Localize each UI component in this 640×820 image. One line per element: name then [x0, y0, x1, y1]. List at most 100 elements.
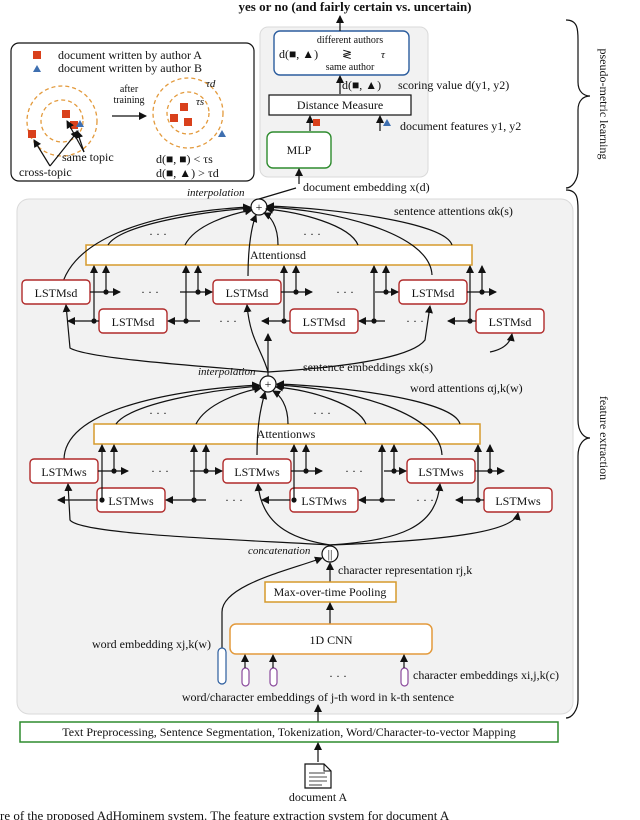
pseudo-metric-bracket — [565, 19, 591, 189]
attn-sd-curve-4 — [247, 214, 258, 277]
feature-triangle-icon — [383, 119, 391, 126]
attn-ws-curve-7 — [276, 381, 443, 456]
lstm-ws-fwd-2-label: LSTMws — [234, 465, 280, 479]
lstm-sd-fwd-1-label: LSTMsd — [35, 286, 78, 300]
threshold-tau: τ — [381, 49, 386, 61]
attn-sd-curve-5 — [263, 212, 279, 246]
interpolation-label-top: interpolation — [187, 187, 245, 199]
dots-ws-fwd-2: · · · — [345, 464, 363, 478]
document-embedding-label: document embedding x(d) — [303, 180, 430, 194]
lstm-sd-fwd-2-label: LSTMsd — [226, 286, 269, 300]
before-triangle — [76, 120, 84, 127]
word-emb-curve — [221, 556, 323, 682]
preprocessing-label: Text Preprocessing, Sentence Segmentatio… — [62, 725, 516, 739]
dots-sd-fwd-2: · · · — [336, 285, 354, 299]
attention-ws-box — [93, 423, 481, 445]
lstm-ws-bwd-3-label: LSTMws — [495, 494, 541, 508]
attn-ws-curve-5 — [272, 390, 289, 425]
lstm-sd-bwd-1-label: LSTMsd — [112, 315, 155, 329]
legend-tau-s: τs — [196, 96, 204, 108]
attn-sd-curve-1 — [59, 203, 251, 301]
attn-ws-curve-8 — [276, 380, 461, 425]
attn-sd-curve-3 — [184, 207, 253, 246]
author-a-square-icon — [33, 51, 41, 59]
plus-word-symbol: + — [265, 377, 272, 391]
attn-ws-curve-3 — [195, 385, 262, 425]
after-square-3 — [184, 118, 192, 126]
attn-sd-curve-2 — [107, 204, 252, 246]
plus-doc-to-embedding — [258, 187, 297, 200]
legend-after-training-1: after — [120, 84, 139, 95]
distance-measure-label: Distance Measure — [297, 98, 383, 112]
attn-sd-curve-8 — [266, 202, 453, 246]
top-title: yes or no (and fairly certain vs. uncert… — [238, 0, 471, 14]
feature-extraction-bracket — [565, 189, 591, 719]
interpolation-label-mid: interpolation — [198, 366, 256, 378]
different-authors-label: different authors — [317, 35, 383, 46]
attn-sd-curve-6 — [265, 205, 359, 246]
sent-emb-curve-1 — [62, 304, 269, 373]
char-emb-capsule-3 — [400, 667, 409, 687]
dots-sd-2: · · · — [303, 227, 321, 241]
attention-sd-box — [85, 244, 473, 266]
char-rep-curve-4 — [329, 512, 521, 546]
concatenation-label: concatenation — [248, 545, 311, 557]
legend-box — [10, 42, 255, 182]
word-embedding-label: word embedding xj,k(w) — [92, 637, 211, 651]
dots-ws-1: · · · — [149, 406, 167, 420]
dots-sd-1: · · · — [149, 227, 167, 241]
word-emb-capsule — [217, 647, 227, 685]
threshold-d-expr: d(■, ▲) — [279, 47, 318, 61]
mlp-label: MLP — [287, 143, 312, 157]
legend-author-a: document written by author A — [58, 48, 202, 62]
lstm-ws-fwd-1-label: LSTMws — [41, 465, 87, 479]
attn-ws-curve-4 — [256, 391, 268, 456]
cluster-outer-before — [26, 85, 98, 157]
threshold-geq: ≷ — [342, 47, 352, 61]
dots-sd-fwd-1: · · · — [141, 285, 159, 299]
lstm-sd-bwd-3-label: LSTMsd — [489, 315, 532, 329]
after-square-2 — [170, 114, 178, 122]
char-emb-capsule-1 — [241, 667, 250, 687]
sentence-embeddings-label: sentence embeddings xk(s) — [303, 360, 433, 374]
cnn-box — [229, 623, 433, 655]
after-square-1 — [180, 103, 188, 111]
dots-ws-bwd-1: · · · — [225, 493, 243, 507]
dots-sd-bwd-1: · · · — [219, 314, 237, 328]
legend-tau-d: τd — [206, 78, 216, 90]
attn-ws-curve-2 — [115, 382, 261, 425]
legend-cross-topic: cross-topic — [19, 165, 72, 179]
same-author-label: same author — [326, 62, 375, 73]
cluster-inner-before — [40, 99, 84, 143]
attn-ws-curve-6 — [275, 383, 367, 425]
sent-emb-curve-2 — [243, 304, 269, 373]
lstm-ws-bwd-2-label: LSTMws — [301, 494, 347, 508]
cluster-outer-after — [152, 77, 224, 149]
before-square-1 — [62, 110, 70, 118]
score-d-small: d(■, ▲) — [342, 78, 381, 92]
legend-inequality-2: d(■, ▲) > τd — [156, 166, 219, 180]
concat-symbol: || — [328, 547, 333, 561]
char-rep-curve-2 — [254, 483, 331, 546]
attention-ws-label: Attentionws — [257, 427, 316, 441]
lstm-ws-bwd-1-label: LSTMws — [108, 494, 154, 508]
attn-sd-curve-7 — [266, 203, 433, 276]
document-icon — [304, 763, 332, 789]
character-embeddings-label: character embeddings xi,j,k(c) — [413, 668, 559, 682]
lstm-ws-fwd-3-label: LSTMws — [418, 465, 464, 479]
char-rep-curve-3 — [329, 483, 444, 546]
before-square-3 — [28, 130, 36, 138]
sent-emb-curve-3 — [267, 305, 433, 373]
caption-fragment: re of the proposed AdHominem system. The… — [0, 808, 450, 820]
character-representation-label: character representation rj,k — [338, 563, 472, 577]
before-square-2 — [70, 121, 78, 129]
dots-ws-2: · · · — [313, 406, 331, 420]
document-label: document A — [289, 790, 348, 804]
plus-doc-symbol: + — [256, 200, 263, 214]
legend-after-training-2: training — [113, 95, 144, 106]
word-char-embeddings-label: word/character embeddings of j-th word i… — [182, 690, 454, 704]
cross-topic-pointer-2 — [49, 130, 79, 167]
attention-sd-label: Attentionsd — [250, 248, 306, 262]
pseudo-metric-label: pseudo-metric learning — [597, 49, 611, 160]
